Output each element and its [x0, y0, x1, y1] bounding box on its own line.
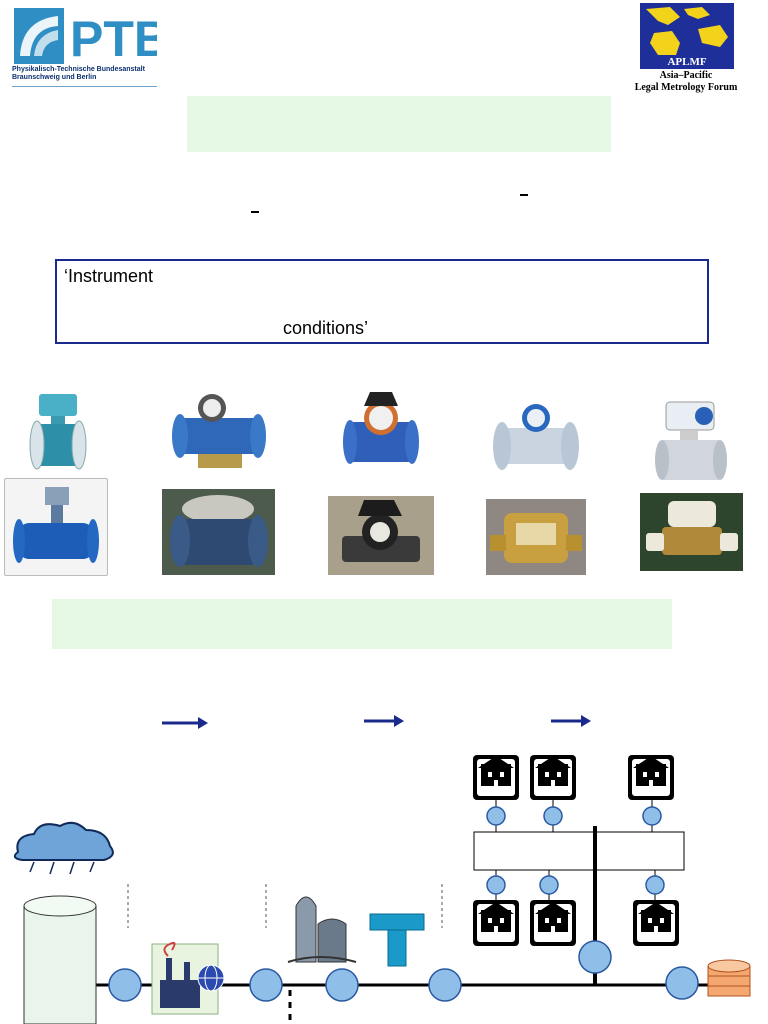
meter-node: [249, 968, 283, 1002]
arrow-right-icon: [162, 717, 208, 729]
aplmf-logo: APLMF: [640, 3, 734, 69]
arrow-right-icon: [551, 715, 591, 727]
ptb-logo-graphic: PTB: [14, 8, 170, 67]
aplmf-caption-line2: Legal Metrology Forum: [634, 82, 738, 93]
brass-meter-photo: [486, 499, 586, 575]
blue-flanged-meter-image: [342, 388, 420, 478]
dash-mark: [251, 211, 259, 213]
globe-icon: [197, 964, 225, 992]
magnetic-flowmeter-image: [652, 398, 730, 490]
title-bar: [187, 96, 611, 152]
grey-flanged-meter-image: [488, 390, 584, 480]
section-bar: [52, 599, 672, 649]
storage-tank-icon: [23, 895, 97, 1024]
house-icon: [473, 755, 519, 800]
aplmf-caption: Asia–Pacific Legal Metrology Forum: [616, 70, 756, 94]
arrow-right-icon: [364, 715, 404, 727]
meter-node: [665, 966, 699, 1000]
meter-node: [578, 940, 612, 974]
meter-node: [325, 968, 359, 1002]
definition-box: [55, 259, 709, 344]
distribution-box: [473, 831, 685, 871]
meter-node: [645, 875, 665, 895]
ptb-logo: PTB: [12, 6, 170, 86]
electromagnetic-meter-photo: [4, 478, 108, 576]
ptb-logo-text: PTB: [70, 11, 157, 66]
single-jet-meter-photo: [328, 496, 434, 575]
meter-node: [108, 968, 142, 1002]
barrel-icon: [707, 959, 751, 997]
meter-node: [543, 806, 563, 826]
definition-line2: conditions’: [283, 318, 369, 338]
house-icon: [633, 900, 679, 946]
definition-line1: ‘Instrument: [64, 266, 154, 286]
ptb-caption: Physikalisch-Technische Bundesanstalt Br…: [12, 66, 172, 82]
water-network-diagram: [13, 755, 751, 1024]
house-icon: [530, 900, 576, 946]
woltmann-meter-image: [168, 388, 268, 478]
meter-node: [428, 968, 462, 1002]
aplmf-logo-text: APLMF: [667, 56, 706, 68]
water-tower-icon: [369, 913, 425, 967]
ptb-underline: [12, 86, 157, 87]
house-icon: [628, 755, 674, 800]
meter-node: [642, 806, 662, 826]
meter-node: [486, 875, 506, 895]
cloud-rain-icon: [13, 821, 114, 875]
white-cap-meter-photo: [640, 493, 743, 571]
aplmf-caption-line1: Asia–Pacific: [659, 70, 713, 81]
electromagnetic-meter-image: [25, 390, 90, 475]
silo-icon: [287, 896, 357, 963]
meter-node: [486, 806, 506, 826]
ptb-caption-line2: Braunschweig und Berlin: [12, 74, 97, 81]
house-icon: [473, 900, 519, 946]
house-icon: [530, 755, 576, 800]
meter-node: [539, 875, 559, 895]
ptb-caption-line1: Physikalisch-Technische Bundesanstalt: [12, 66, 145, 73]
woltmann-meter-photo: [162, 489, 275, 575]
aplmf-map-graphic: APLMF: [640, 3, 734, 69]
dash-mark: [520, 194, 528, 196]
